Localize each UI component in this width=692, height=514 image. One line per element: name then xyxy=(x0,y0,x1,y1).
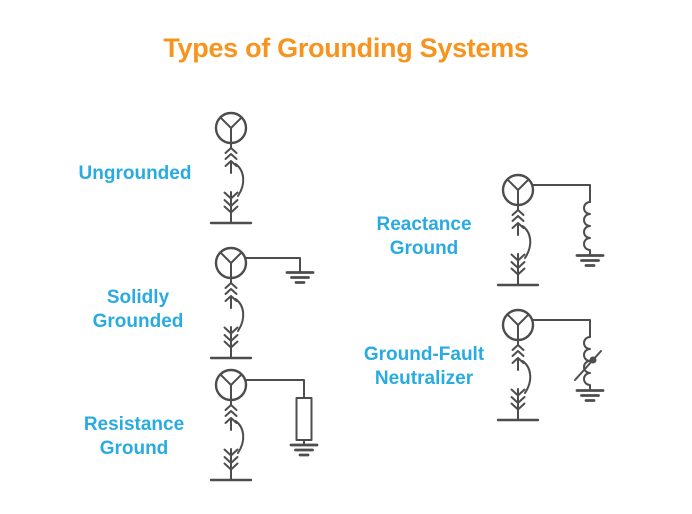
label-ungrounded: Ungrounded xyxy=(78,163,192,184)
earth-ground-icon xyxy=(575,389,605,402)
variable-arrow-icon xyxy=(574,350,602,381)
up-chevrons-icon xyxy=(511,344,525,357)
down-chevrons-icon xyxy=(223,326,239,359)
page-title: Types of Grounding Systems xyxy=(163,33,529,63)
wye-spokes xyxy=(506,313,530,346)
tap-conductor xyxy=(531,184,591,203)
reactance-ground-schematic xyxy=(496,173,605,287)
wye-spokes xyxy=(506,178,530,211)
up-arrow-icon xyxy=(511,222,525,236)
solidly-grounded-symbol-diagram xyxy=(199,243,329,373)
down-chevrons-icon xyxy=(223,191,239,224)
up-arrow-icon xyxy=(224,417,238,431)
arc-curve-icon xyxy=(234,420,245,454)
resistor-icon xyxy=(295,397,313,441)
ground-fault-neutralizer-schematic xyxy=(496,308,605,422)
inductor-icon xyxy=(583,201,591,256)
arc-curve-icon xyxy=(521,360,532,394)
arc-curve-icon xyxy=(521,225,532,259)
tap-conductor xyxy=(531,319,591,338)
up-chevrons-icon xyxy=(224,282,238,295)
arc-curve-icon xyxy=(234,163,245,197)
up-chevrons-icon xyxy=(511,209,525,222)
label-ground-fault-neutralizer: Ground-Fault Neutralizer xyxy=(363,344,485,389)
earth-ground-icon xyxy=(285,271,315,284)
earth-ground-icon xyxy=(289,443,319,457)
label-solidly-grounded: Solidly Grounded xyxy=(92,287,184,332)
wye-spokes xyxy=(219,373,243,406)
up-chevrons-icon xyxy=(224,147,238,160)
solidly-grounded-schematic xyxy=(209,246,315,360)
tap-conductor xyxy=(244,379,305,446)
down-chevrons-icon xyxy=(510,388,526,421)
wye-spokes xyxy=(219,116,243,149)
variable-dot-icon xyxy=(589,356,597,364)
wye-spokes xyxy=(219,251,243,284)
label-resistance-ground: Resistance Ground xyxy=(83,414,185,459)
ungrounded-symbol-diagram xyxy=(199,108,329,238)
ungrounded-schematic xyxy=(209,111,253,225)
up-arrow-icon xyxy=(224,160,238,174)
up-arrow-icon xyxy=(224,295,238,309)
up-arrow-icon xyxy=(511,357,525,371)
down-chevrons-icon xyxy=(223,448,239,481)
earth-ground-icon xyxy=(575,254,605,267)
tap-conductor xyxy=(244,257,301,273)
label-reactance-ground: Reactance Ground xyxy=(376,214,472,259)
resistance-ground-schematic xyxy=(209,368,319,482)
up-chevrons-icon xyxy=(224,404,238,417)
ground-fault-neutralizer-symbol-diagram xyxy=(486,305,616,435)
reactance-ground-symbol-diagram xyxy=(486,170,616,300)
arc-curve-icon xyxy=(234,298,245,332)
down-chevrons-icon xyxy=(510,253,526,286)
resistance-ground-symbol-diagram xyxy=(199,365,329,495)
